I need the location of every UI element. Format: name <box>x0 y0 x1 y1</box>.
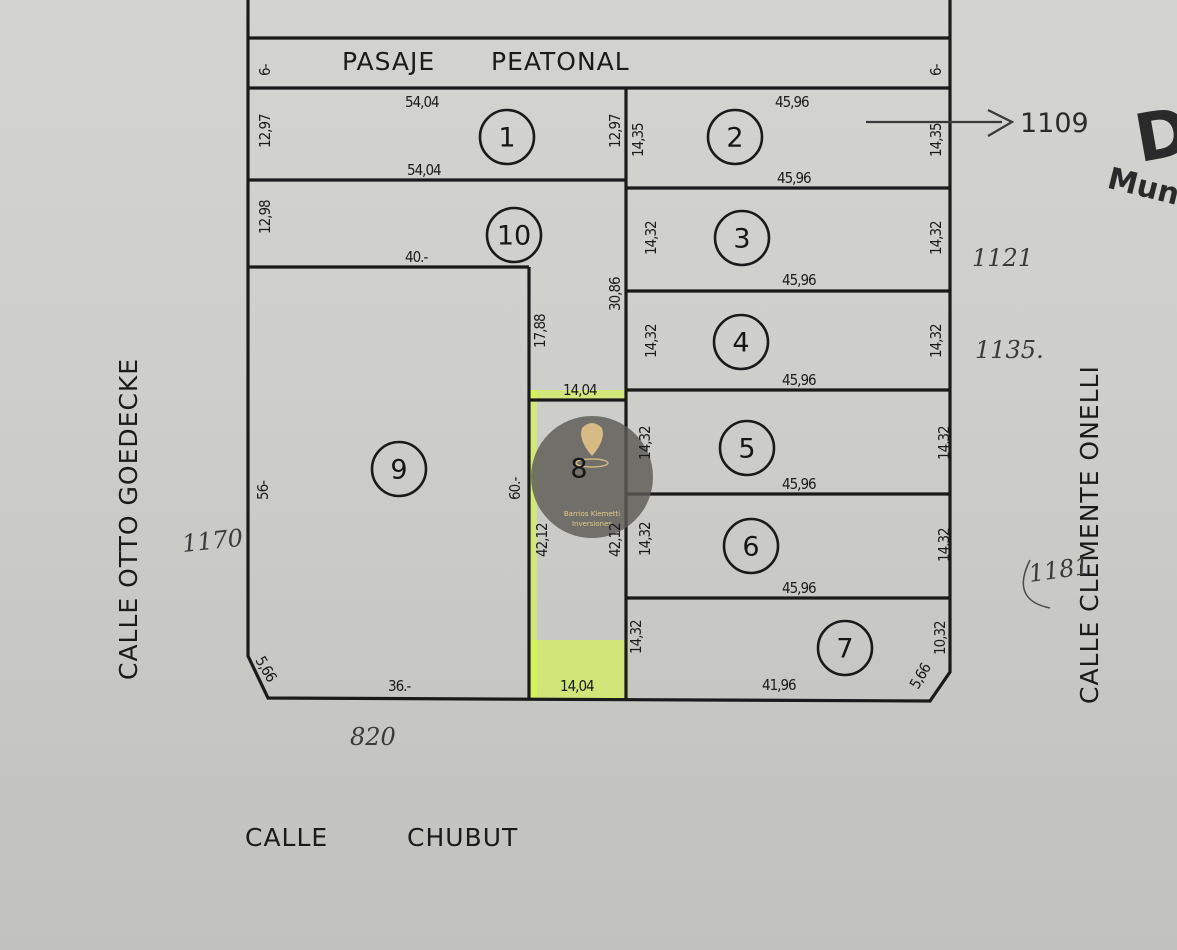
dim-lot8-left: 42,12 <box>533 523 551 557</box>
dim-lot5-bottom: 45,96 <box>782 475 816 493</box>
dim-lot6-right: 14,32 <box>935 528 953 562</box>
street-chubut-1: CALLE <box>245 823 328 852</box>
dim-lot5-left: 14,32 <box>636 426 654 460</box>
stamp-letter: D <box>1129 93 1177 178</box>
dim-lot6-bottom: 45,96 <box>782 579 816 597</box>
dim-lot7-chamfer: 5,66 <box>906 660 935 692</box>
dim-lot4-left: 14,32 <box>642 324 660 358</box>
dim-lot8-upper: 17,88 <box>531 314 549 348</box>
pasaje-label-2: PEATONAL <box>491 47 630 76</box>
lot-8[interactable]: 8 Barrios Klemetti Inversiones <box>531 416 653 538</box>
lot-8-highlight-bottom <box>529 640 628 700</box>
lot-7-number: 7 <box>836 634 853 665</box>
lot-4[interactable]: 4 <box>712 313 770 371</box>
dim-lot4-bottom: 45,96 <box>782 371 816 389</box>
dim-lot2-left: 14,35 <box>629 123 647 157</box>
dim-lot4-right: 14,32 <box>927 324 945 358</box>
dim-lot6-left: 14,32 <box>636 522 654 556</box>
hand-note-1135: 1135. <box>975 336 1044 364</box>
lot-8-highlight-left <box>529 390 537 700</box>
lot-2-number: 2 <box>726 123 743 154</box>
street-chubut-2: CHUBUT <box>407 823 518 852</box>
watermark-line-1: Barrios Klemetti <box>564 510 620 518</box>
lot-4-number: 4 <box>732 328 749 359</box>
dim-lot9-left: 56- <box>254 480 272 500</box>
street-onelli: CALLE CLEMENTE ONELLI <box>1075 365 1104 704</box>
dim-lot1-right: 12,97 <box>606 114 624 148</box>
dim-lot9-right: 60.- <box>506 477 524 500</box>
location-pin-icon <box>581 423 603 456</box>
lot-9[interactable]: 9 <box>370 440 428 498</box>
dim-lot7-left: 14,32 <box>627 620 645 654</box>
lot-6-number: 6 <box>742 532 759 563</box>
dim-lot7-right: 10,32 <box>931 621 949 655</box>
dim-lot7-bottom: 41,96 <box>762 676 796 694</box>
lot-10[interactable]: 10 <box>485 206 543 264</box>
dim-lot3-left: 14,32 <box>642 221 660 255</box>
dim-lot10-bottom: 40.- <box>405 248 428 266</box>
lot-3[interactable]: 3 <box>713 209 771 267</box>
lot-2[interactable]: 2 <box>706 108 764 166</box>
dim-lot8-right: 42,12 <box>606 523 624 557</box>
lot-6[interactable]: 6 <box>722 517 780 575</box>
dim-lot3-bottom: 45,96 <box>782 271 816 289</box>
lot-7[interactable]: 7 <box>816 619 874 677</box>
block-outline <box>246 0 952 703</box>
lot-3-number: 3 <box>733 224 750 255</box>
lot-8-number: 8 <box>570 454 587 485</box>
dim-lot5-right: 14,32 <box>935 426 953 460</box>
hand-note-1121: 1121 <box>972 244 1033 272</box>
dim-lot10-left: 12,98 <box>256 200 274 234</box>
hand-note-1109: 1109 <box>1020 108 1089 139</box>
dim-lot8-bottom: 14,04 <box>560 677 594 695</box>
hand-note-820: 820 <box>350 723 396 751</box>
lot-8-highlight <box>529 390 628 400</box>
lot-10-number: 10 <box>497 221 531 252</box>
hand-note-1170: 1170 <box>181 524 245 558</box>
dim-lot9-chamfer: 5,66 <box>252 653 281 685</box>
dim-lot2-top: 45,96 <box>775 93 809 111</box>
watermark-badge <box>531 416 653 538</box>
lot-1-number: 1 <box>498 123 515 154</box>
arrow-head-icon <box>987 109 1015 137</box>
dim-lot8-top: 14,04 <box>563 381 597 399</box>
dim-pasaje-left: 6- <box>256 63 274 76</box>
dim-lot10-right: 30,86 <box>606 277 624 311</box>
lot-9-number: 9 <box>390 455 407 486</box>
street-goedecke: CALLE OTTO GOEDECKE <box>114 358 143 680</box>
watermark-line-2: Inversiones <box>572 520 612 528</box>
lot-5-number: 5 <box>738 434 755 465</box>
dim-lot3-right: 14,32 <box>927 221 945 255</box>
pasaje-label-1: PASAJE <box>342 47 435 76</box>
lot-1[interactable]: 1 <box>478 108 536 166</box>
dim-lot2-bottom: 45,96 <box>777 169 811 187</box>
dim-pasaje-right: 6- <box>927 63 945 76</box>
dim-lot2-right: 14,35 <box>927 123 945 157</box>
dim-lot1-top: 54,04 <box>405 93 439 111</box>
dim-lot1-left: 12,97 <box>256 114 274 148</box>
dim-lot9-bottom: 36.- <box>388 677 411 695</box>
hand-mark <box>1022 559 1051 609</box>
dim-lot1-bottom: 54,04 <box>407 161 441 179</box>
lot-5[interactable]: 5 <box>718 419 776 477</box>
